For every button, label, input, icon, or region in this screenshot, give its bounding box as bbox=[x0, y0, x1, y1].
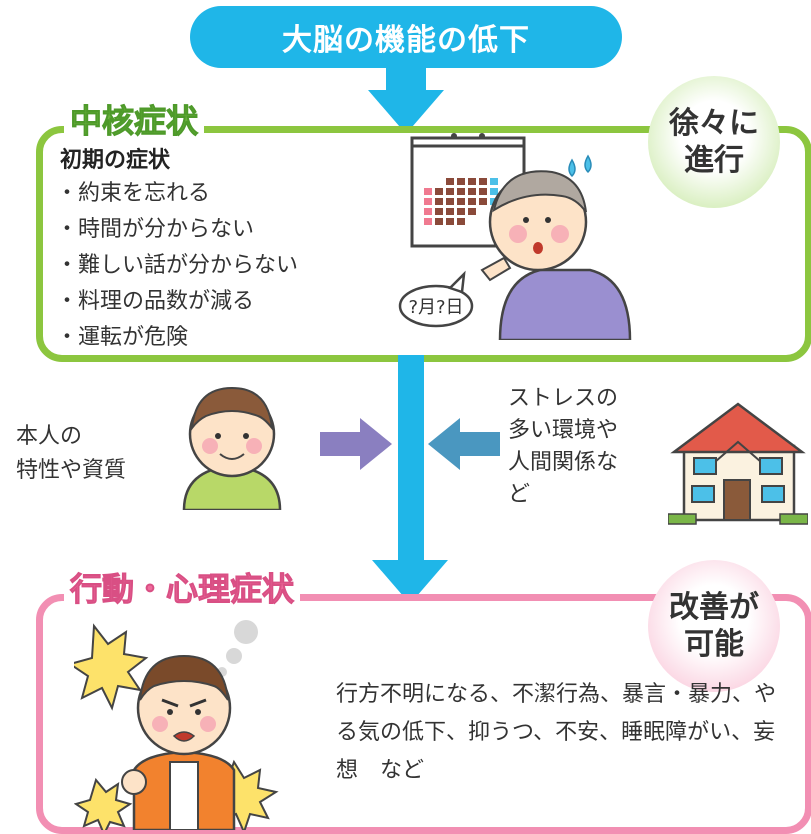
progress-badge: 徐々に 進行 bbox=[648, 76, 780, 208]
anger-burst-icon bbox=[74, 623, 279, 830]
personal-traits-line2: 特性や資質 bbox=[16, 458, 127, 483]
progress-badge-line2: 進行 bbox=[684, 143, 744, 178]
bpsd-title: 行動・心理症状 bbox=[64, 564, 301, 610]
right-factor-arrow bbox=[428, 418, 500, 470]
core-symptoms-title: 中核症状 bbox=[64, 96, 205, 142]
environment-text: ストレスの 多い環境や 人間関係な ど bbox=[508, 383, 618, 511]
symptom-item: ・時間が分からない bbox=[56, 217, 255, 242]
symptom-list: ・約束を忘れる ・時間が分からない ・難しい話が分からない ・料理の品数が減る … bbox=[56, 176, 298, 356]
symptom-item: ・料理の品数が減る bbox=[56, 289, 255, 314]
improvable-badge: 改善が 可能 bbox=[648, 560, 780, 692]
bpsd-description: 行方不明になる、不潔行為、暴言・暴力、やる気の低下、抑うつ、不安、睡眠障がい、妄… bbox=[336, 682, 777, 783]
arrow-shaft-middle bbox=[398, 355, 424, 563]
arrow-shaft-top bbox=[386, 66, 426, 92]
symptom-item: ・運転が危険 bbox=[56, 325, 189, 350]
speech-bubble-text: ?月?日 bbox=[408, 297, 463, 318]
environment-line3: 人間関係な bbox=[508, 450, 619, 475]
thought-bubble-icon bbox=[217, 620, 258, 677]
left-factor-arrow bbox=[320, 418, 392, 470]
progress-badge-line1: 徐々に bbox=[669, 105, 759, 141]
personal-traits-text: 本人の 特性や資質 bbox=[16, 420, 126, 488]
improvable-badge-line1: 改善が bbox=[669, 589, 759, 625]
early-symptoms-heading: 初期の症状 bbox=[60, 148, 171, 173]
personal-traits-line1: 本人の bbox=[16, 424, 83, 449]
improvable-badge-line2: 可能 bbox=[684, 627, 744, 662]
symptom-item: ・約束を忘れる bbox=[56, 181, 211, 206]
environment-line1: ストレスの bbox=[508, 386, 619, 411]
top-banner: 大脳の機能の低下 bbox=[190, 6, 622, 68]
confused-man-illustration: ?月?日 bbox=[398, 133, 632, 340]
symptom-item: ・難しい話が分からない bbox=[56, 253, 299, 278]
environment-line2: 多い環境や bbox=[508, 418, 619, 443]
elderly-man-illustration bbox=[182, 386, 282, 510]
angry-man-illustration bbox=[74, 620, 279, 830]
sweat-drops-icon bbox=[568, 154, 592, 178]
environment-line4: ど bbox=[508, 482, 531, 507]
house-icon bbox=[668, 402, 808, 525]
date-speech-bubble: ?月?日 bbox=[398, 270, 474, 328]
